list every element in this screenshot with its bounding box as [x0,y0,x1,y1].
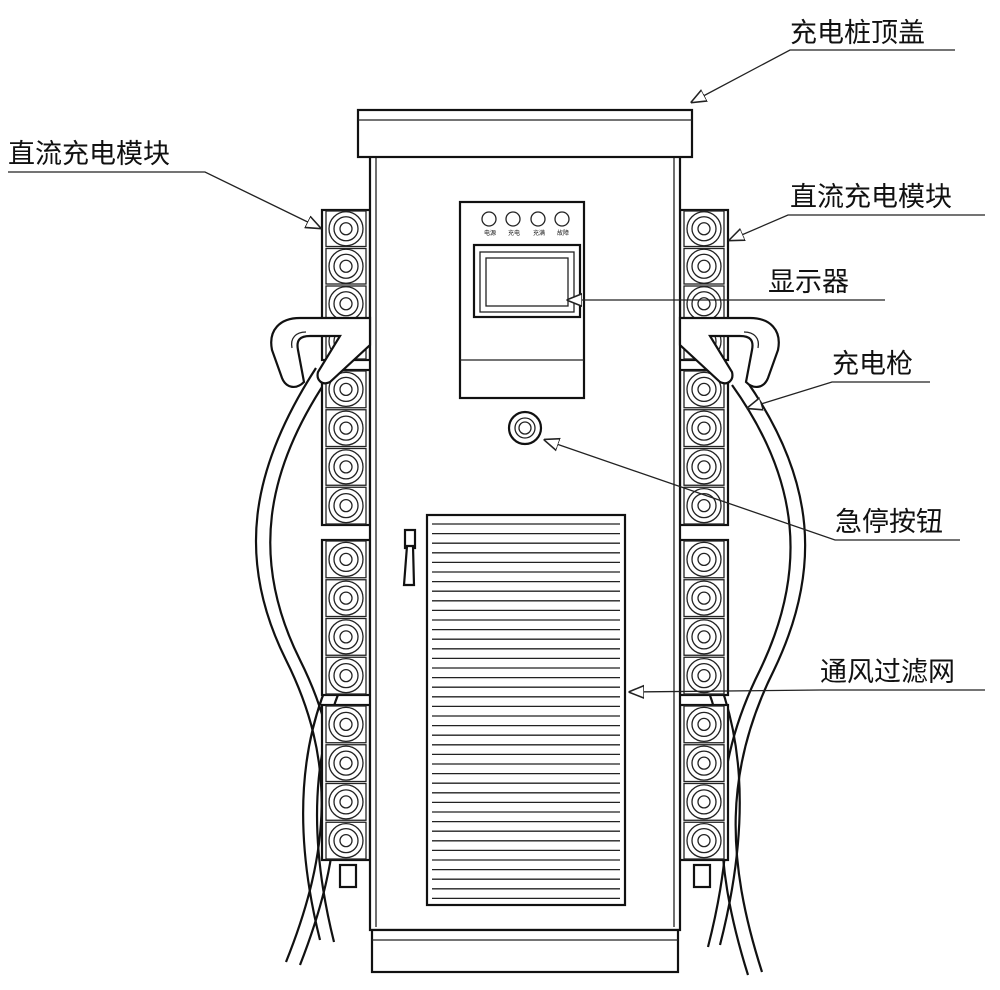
leader-lines [8,49,985,692]
indicator-light-icon [554,211,570,227]
cooling-fan-icon [325,744,367,783]
cooling-fan-icon [683,447,725,486]
cooling-fan-icon [325,247,367,285]
indicator-label: 故障 [557,229,569,237]
indicator-label: 充满 [533,229,545,237]
door-handle [402,528,417,587]
cooling-fan-icon [683,540,725,579]
label-emergency-stop: 急停按钮 [835,507,943,538]
label-top-cover: 充电桩顶盖 [790,18,925,49]
cooling-fan-icon [325,782,367,821]
indicator-light-icon [530,211,546,227]
cooling-fan-icon [683,705,725,744]
label-vent-filter: 通风过滤网 [820,657,955,688]
cooling-fan-icon [683,656,725,695]
ventilation-filter [425,513,627,907]
cooling-fan-icon [325,447,367,486]
left-dc-module-column [320,208,372,862]
cooling-fan-icon [325,705,367,744]
right-dc-module-column [678,208,730,862]
cooling-fan-icon [683,370,725,409]
cooling-fan-icon [325,540,367,579]
cooling-fan-icon [325,579,367,618]
cooling-fan-icon [683,579,725,618]
cooling-fan-icon [683,486,725,525]
label-display: 显示器 [768,267,849,298]
cooling-fan-icon [325,370,367,409]
cooling-fan-icon [683,409,725,448]
cooling-fan-icon [325,617,367,656]
cooling-fan-icon [325,486,367,525]
label-dc-module-right: 直流充电模块 [790,182,952,213]
label-dc-module-left: 直流充电模块 [8,139,170,170]
top-cover [356,108,694,159]
cooling-fan-icon [325,656,367,695]
indicator-label: 电源 [484,229,496,237]
emergency-stop-button [507,410,543,446]
indicator-light-icon [481,211,497,227]
cooling-fan-icon [325,821,367,860]
cooling-fan-icon [683,617,725,656]
cooling-fan-icon [683,744,725,783]
indicator-light-icon [505,211,521,227]
left-charging-gun [270,316,372,388]
right-charging-gun [678,316,780,388]
display-screen [472,243,582,319]
indicator-label: 充电 [508,229,520,237]
label-charging-gun: 充电枪 [832,349,913,380]
cooling-fan-icon [683,247,725,285]
cooling-fan-icon [325,409,367,448]
cooling-fan-icon [683,821,725,860]
cooling-fan-icon [325,210,367,248]
cooling-fan-icon [683,210,725,248]
cooling-fan-icon [683,782,725,821]
display-panel: 电源 充电 充满 故障 [458,200,586,400]
